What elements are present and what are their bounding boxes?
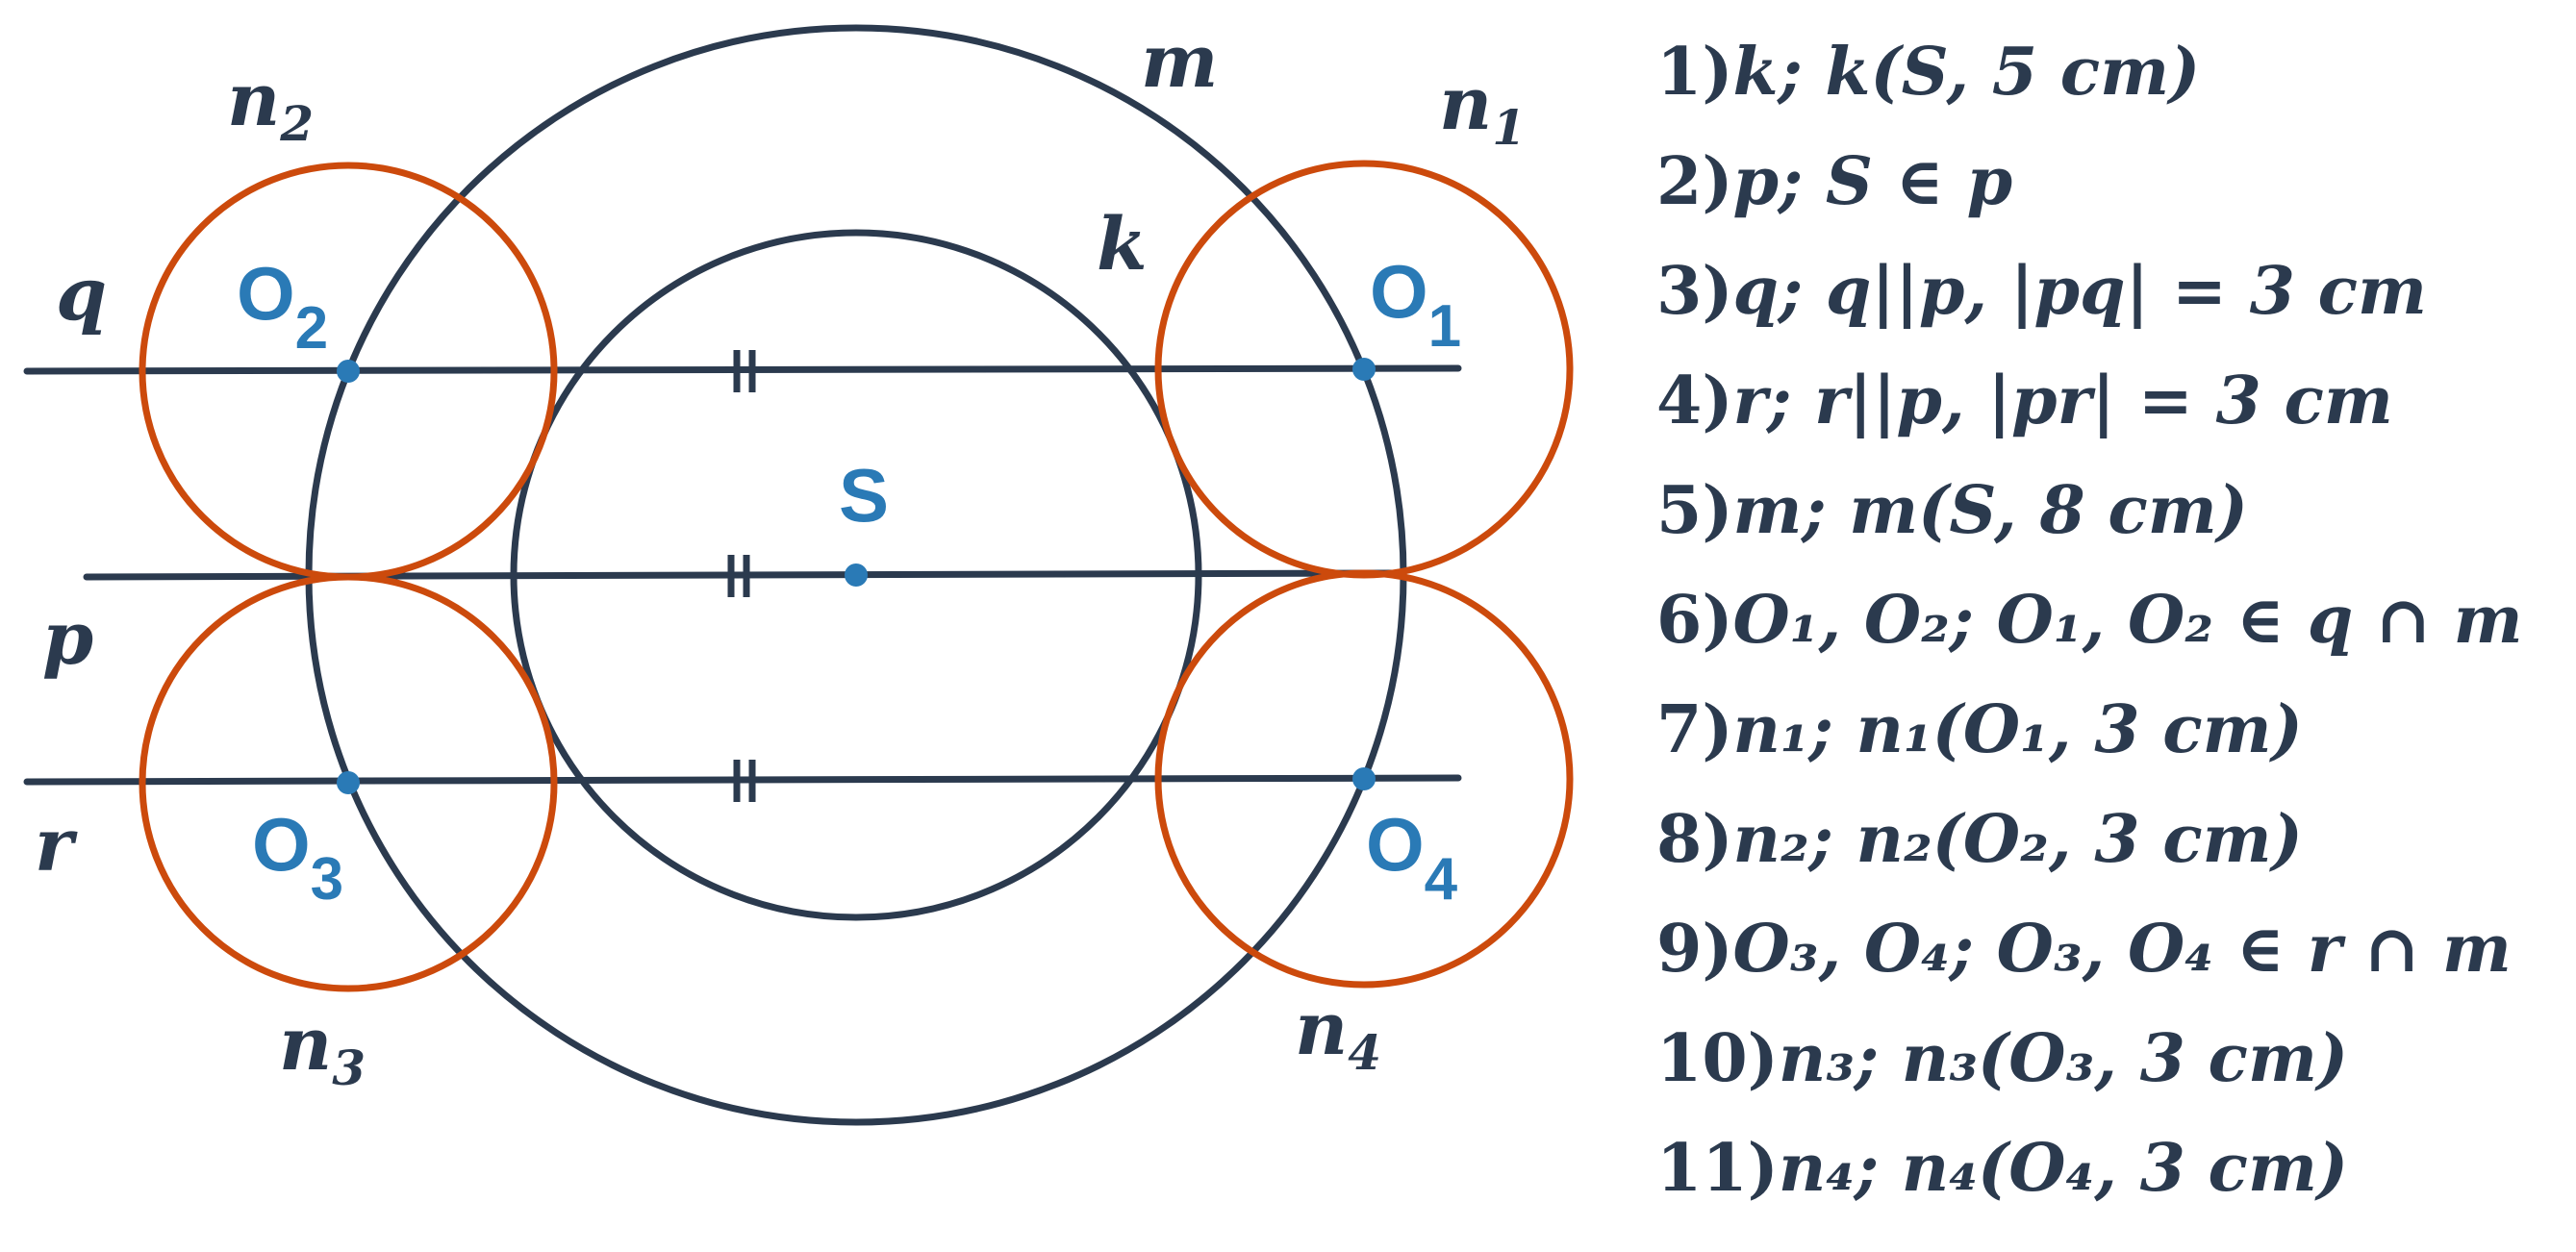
step-1: 1)k; k(S, 5 cm) [1656,17,2523,127]
point-O1 [1352,358,1376,381]
step-expression: q; q||p, |pq| = 3 cm [1732,253,2427,330]
point-O2 [337,360,360,383]
step-expression: n₄; n₄(O₄, 3 cm) [1778,1130,2349,1207]
label-m: m [1141,18,1218,104]
step-4: 4)r; r||p, |pr| = 3 cm [1656,346,2523,456]
label-k: k [1097,201,1148,287]
step-number: 2) [1656,143,1733,220]
label-n2: n2 [227,57,314,152]
label-n4: n4 [1295,986,1381,1081]
step-7: 7)n₁; n₁(O₁, 3 cm) [1656,675,2523,785]
step-expression: n₁; n₁(O₁, 3 cm) [1732,691,2303,768]
point-O4 [1352,767,1376,790]
step-expression: m; m(S, 8 cm) [1732,472,2248,549]
step-number: 10) [1656,1020,1779,1097]
step-6: 6)O₁, O₂; O₁, O₂ ∈ q ∩ m [1656,565,2523,675]
tick-marks [727,350,756,802]
step-3: 3)q; q||p, |pq| = 3 cm [1656,237,2523,346]
step-number: 1) [1656,34,1733,111]
circle-n3 [139,573,558,992]
step-number: 7) [1656,691,1733,768]
step-number: 4) [1656,363,1733,439]
step-expression: n₃; n₃(O₃, 3 cm) [1778,1020,2349,1097]
step-number: 6) [1656,582,1733,659]
step-number: 3) [1656,253,1733,330]
step-9: 9)O₃, O₄; O₃, O₄ ∈ r ∩ m [1656,894,2523,1004]
step-10: 10)n₃; n₃(O₃, 3 cm) [1656,1004,2523,1114]
step-number: 8) [1656,801,1733,878]
label-O1: O1 [1370,249,1461,360]
step-5: 5)m; m(S, 8 cm) [1656,456,2523,565]
label-p: p [42,595,93,681]
construction-steps: 1)k; k(S, 5 cm) 2)p; S ∈ p 3)q; q||p, |p… [1656,17,2523,1223]
step-number: 5) [1656,472,1733,549]
label-n3: n3 [279,1001,366,1096]
step-number: 9) [1656,911,1733,988]
step-8: 8)n₂; n₂(O₂, 3 cm) [1656,785,2523,894]
label-r: r [35,802,78,888]
step-expression: k; k(S, 5 cm) [1732,34,2201,111]
label-S: S [839,453,889,538]
line-p [83,569,1399,581]
step-expression: p; S ∈ p [1732,143,2013,220]
step-2: 2)p; S ∈ p [1656,127,2523,237]
step-number: 11) [1656,1130,1779,1207]
step-expression: n₂; n₂(O₂, 3 cm) [1732,801,2303,878]
step-11: 11)n₄; n₄(O₄, 3 cm) [1656,1114,2523,1223]
circle-n4 [1154,569,1574,989]
step-expression: O₃, O₄; O₃, O₄ ∈ r ∩ m [1732,911,2512,988]
label-n1: n1 [1439,61,1526,156]
step-expression: O₁, O₂; O₁, O₂ ∈ q ∩ m [1732,582,2523,659]
step-expression: r; r||p, |pr| = 3 cm [1732,363,2393,439]
label-O4: O4 [1366,802,1458,913]
label-O2: O2 [237,251,328,362]
label-O3: O3 [252,802,343,913]
point-S [845,563,868,587]
line-r [23,774,1462,786]
point-O3 [337,771,360,794]
line-q [23,364,1462,375]
label-q: q [56,251,107,337]
geometry-diagram: m k q p r n2 n1 n3 n4 S O2 O1 O3 O4 [23,18,1574,1126]
